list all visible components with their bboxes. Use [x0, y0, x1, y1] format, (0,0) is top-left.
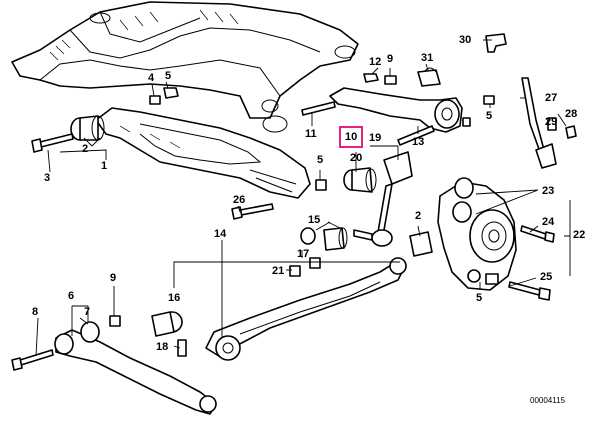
upper-link [301, 87, 471, 146]
callout-19[interactable]: 19 [369, 132, 382, 144]
callout-29[interactable]: 29 [545, 116, 558, 128]
callout-26[interactable]: 26 [233, 194, 246, 206]
callout-31[interactable]: 31 [421, 52, 434, 64]
callout-16[interactable]: 16 [168, 292, 181, 304]
callout-6[interactable]: 6 [68, 290, 75, 302]
link-bushings [343, 151, 413, 247]
small-hardware-top [149, 67, 495, 105]
callout-9[interactable]: 9 [110, 272, 117, 284]
callout-28[interactable]: 28 [565, 108, 578, 120]
callout-13[interactable]: 13 [412, 136, 425, 148]
bushings-middle [289, 227, 433, 277]
sensor-clip [485, 33, 507, 53]
callout-25[interactable]: 25 [540, 271, 553, 283]
callout-17[interactable]: 17 [297, 248, 310, 260]
callout-30[interactable]: 30 [459, 34, 472, 46]
callout-2[interactable]: 2 [82, 143, 89, 155]
callout-11[interactable]: 11 [305, 128, 317, 140]
bushing-bolt-left [31, 115, 105, 153]
callout-5[interactable]: 5 [317, 154, 324, 166]
bottom-arm [11, 321, 217, 415]
callout-24[interactable]: 24 [542, 216, 555, 228]
callout-15[interactable]: 15 [308, 214, 321, 226]
sensor-lead [521, 77, 577, 169]
callout-4[interactable]: 4 [148, 72, 155, 84]
callout-14[interactable]: 14 [214, 228, 227, 240]
leader-lines [35, 39, 571, 357]
callout-9[interactable]: 9 [387, 53, 394, 65]
diagram-reference-number: 00004115 [530, 396, 565, 405]
callout-7[interactable]: 7 [84, 306, 91, 318]
callout-2[interactable]: 2 [415, 210, 422, 222]
lower-control-arm [95, 107, 311, 199]
callout-22[interactable]: 22 [573, 229, 586, 241]
callout-18[interactable]: 18 [156, 341, 169, 353]
callout-12[interactable]: 12 [369, 56, 382, 68]
rear-axle-carrier [11, 1, 359, 133]
long-control-arm [109, 257, 407, 361]
callout-20[interactable]: 20 [350, 152, 363, 164]
callout-8[interactable]: 8 [32, 306, 39, 318]
wheel-carrier [437, 177, 555, 301]
callout-1[interactable]: 1 [101, 160, 108, 172]
callout-27[interactable]: 27 [545, 92, 558, 104]
callout-21[interactable]: 21 [272, 265, 285, 277]
callout-5[interactable]: 5 [165, 70, 172, 82]
callout-10[interactable]: 10 [339, 126, 364, 148]
callout-23[interactable]: 23 [542, 185, 555, 197]
callout-3[interactable]: 3 [44, 172, 51, 184]
callout-5[interactable]: 5 [476, 292, 483, 304]
callout-5[interactable]: 5 [486, 110, 493, 122]
